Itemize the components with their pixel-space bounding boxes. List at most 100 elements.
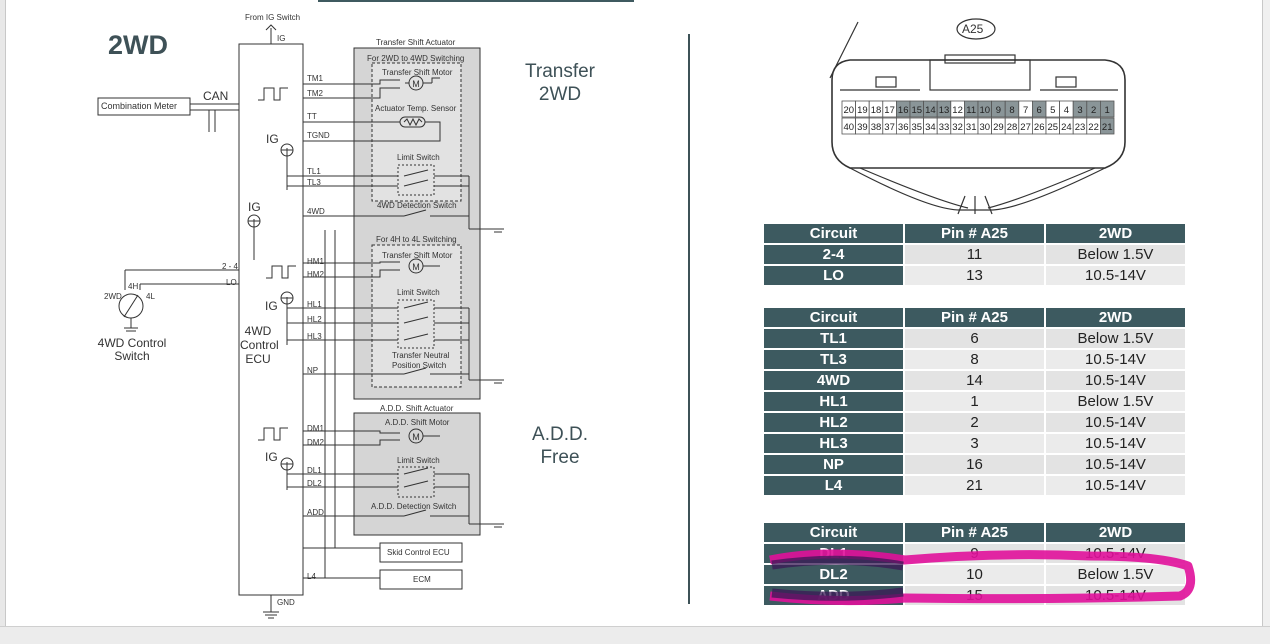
pin-tt: TT — [307, 112, 317, 121]
connector-pin-cell — [1004, 100, 1020, 118]
pin-hl3: HL3 — [307, 332, 322, 341]
connector-pin-cell — [1072, 117, 1088, 135]
connector-pin-label: 4 — [1064, 105, 1069, 116]
limit-switch-label-1: Limit Switch — [397, 153, 440, 162]
connector-pin-cell — [977, 117, 993, 135]
bottom-strip — [0, 626, 1270, 644]
motor-symbol-3: M — [412, 432, 420, 442]
switch-4l: 4L — [146, 292, 155, 301]
pin-hm2: HM2 — [307, 270, 324, 279]
connector-pin-cell — [1018, 100, 1033, 118]
connector-pin-label: 12 — [952, 105, 963, 116]
ecm-label: ECM — [413, 575, 431, 584]
pin-tm2: TM2 — [307, 89, 323, 98]
connector-pin-label: 22 — [1088, 122, 1099, 133]
motor-symbol-1: M — [412, 79, 420, 89]
connector-pin-label: 7 — [1023, 105, 1028, 116]
connector-pin-cell — [964, 100, 979, 118]
top-accent-line — [318, 0, 634, 2]
ecu-label: 4WD Control ECU — [240, 324, 279, 366]
pin-l4: L4 — [307, 572, 316, 581]
connector-pin-label: 38 — [871, 122, 882, 133]
pin-hm1: HM1 — [307, 257, 324, 266]
connector-pin-cell — [1018, 117, 1033, 135]
connector-pin-label: 14 — [925, 105, 936, 116]
connector-pin-cell — [1059, 117, 1074, 135]
connector-pin-cell — [936, 117, 952, 135]
table2-header-circuit: Circuit — [764, 308, 903, 327]
right-border — [1262, 0, 1270, 626]
connector-pin-cell — [923, 100, 938, 118]
connector-pin-label: 18 — [871, 105, 882, 116]
ig-label-4: IG — [265, 450, 278, 464]
connector-pin-label: 35 — [912, 122, 923, 133]
connector-pin-cell — [923, 117, 938, 135]
table3-header-2wd: 2WD — [1046, 523, 1185, 542]
table2-header-2wd: 2WD — [1046, 308, 1185, 327]
connector-pin-label: 3 — [1077, 105, 1082, 116]
connector-pin-label: 15 — [912, 105, 923, 116]
limit-switch-label-3: Limit Switch — [397, 456, 440, 465]
neutral-switch-line2: Position Switch — [392, 361, 447, 370]
for-2wd-4wd-label: For 2WD to 4WD Switching — [367, 54, 465, 63]
connector-pin-label: 13 — [939, 105, 950, 116]
connector-pin-label: 40 — [844, 122, 855, 133]
connector-pin-label: 21 — [1102, 122, 1113, 133]
connector-pin-cell — [1045, 117, 1061, 135]
connector-pin-label: 20 — [844, 105, 855, 116]
table2-header-pin: Pin # A25 — [905, 308, 1044, 327]
ig-pin-label: IG — [277, 34, 286, 43]
section-divider — [688, 34, 690, 604]
transfer-motor-label-2: Transfer Shift Motor — [382, 251, 453, 260]
connector-pin-cell — [841, 100, 857, 118]
skid-control-ecu: Skid Control ECU — [387, 548, 450, 557]
ig-label-3: IG — [265, 299, 278, 313]
can-label: CAN — [203, 89, 229, 103]
connector-pin-label: 30 — [980, 122, 991, 133]
switch-4h: 4H — [128, 282, 139, 291]
connector-pin-cell — [1100, 100, 1115, 118]
connector-pin-label: 5 — [1050, 105, 1055, 116]
connector-pin-label: 33 — [939, 122, 950, 133]
table3-header-circuit: Circuit — [764, 523, 903, 542]
connector-pin-label: 2 — [1091, 105, 1096, 116]
page-title: 2WD — [108, 30, 168, 60]
pin-lo: LO — [226, 278, 237, 287]
connector-pin-cell — [868, 100, 884, 118]
connector-pin-label: 1 — [1105, 105, 1110, 116]
add-detection-label: A.D.D. Detection Switch — [371, 502, 457, 511]
connector-pin-cell — [1059, 100, 1074, 118]
add-actuator-title: A.D.D. Shift Actuator — [380, 404, 454, 413]
connector-pin-label: 24 — [1061, 122, 1072, 133]
switch-2wd: 2WD — [104, 292, 122, 301]
connector-pin-cell — [964, 117, 979, 135]
connector-pin-label: 34 — [925, 122, 936, 133]
pin-tgnd: TGND — [307, 131, 330, 140]
connector-pin-cell — [855, 100, 870, 118]
pin-dl2: DL2 — [307, 479, 322, 488]
4wd-detection-label: 4WD Detection Switch — [377, 201, 457, 210]
connector-pin-label: 29 — [993, 122, 1004, 133]
connector-pin-label: 8 — [1009, 105, 1014, 116]
side-label-transfer: Transfer 2WD — [524, 61, 596, 105]
connector-pin-cell — [909, 117, 925, 135]
temp-sensor-label: Actuator Temp. Sensor — [375, 104, 457, 113]
pin-tl1: TL1 — [307, 167, 321, 176]
connector-pin-cell — [950, 117, 965, 135]
wiring-diagram: M M M — [97, 24, 504, 619]
ig-label-2: IG — [248, 200, 261, 214]
side-label-add: A.D.D. Free — [532, 424, 588, 468]
connector-pin-cell — [855, 117, 870, 135]
pin-add: ADD — [307, 508, 324, 517]
